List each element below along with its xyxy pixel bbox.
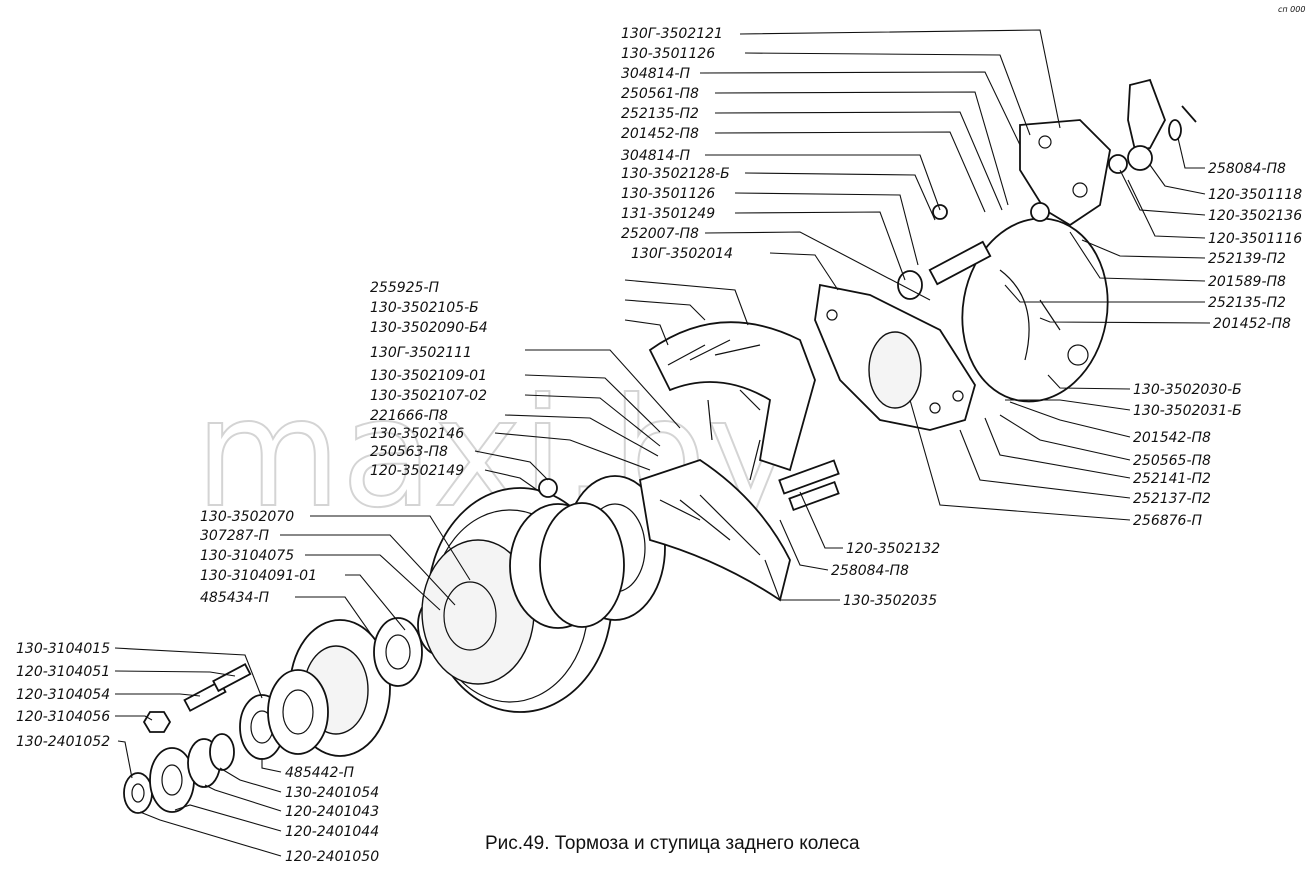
part-label: 130-3502031-Б bbox=[1133, 403, 1242, 419]
part-label: 485442-П bbox=[285, 765, 354, 781]
part-label: 130-3104075 bbox=[200, 548, 294, 564]
part-label: 120-3502136 bbox=[1208, 208, 1302, 224]
part-label: 130Г-3502111 bbox=[370, 345, 472, 361]
part-label: 258084-П8 bbox=[1208, 161, 1286, 177]
part-label: 130Г-3502014 bbox=[631, 246, 733, 262]
part-label: 201542-П8 bbox=[1133, 430, 1211, 446]
part-label: 130-2401054 bbox=[285, 785, 379, 801]
part-label: 255925-П bbox=[370, 280, 439, 296]
wheel-stud-parts bbox=[142, 663, 252, 733]
part-label: 120-2401043 bbox=[285, 804, 379, 820]
part-label: 120-2401050 bbox=[285, 849, 379, 865]
part-label: 201452-П8 bbox=[1213, 316, 1291, 332]
part-label: 130Г-3502121 bbox=[621, 26, 723, 42]
part-label: 120-3104051 bbox=[16, 664, 110, 680]
part-label: 130-3502107-02 bbox=[370, 388, 487, 404]
part-label: 252135-П2 bbox=[621, 106, 699, 122]
part-label: 250565-П8 bbox=[1133, 453, 1211, 469]
part-label: 201452-П8 bbox=[621, 126, 699, 142]
anchor-pins bbox=[778, 459, 840, 512]
part-label: 256876-П bbox=[1133, 513, 1202, 529]
part-label: 252135-П2 bbox=[1208, 295, 1286, 311]
parts-drawing bbox=[123, 78, 1197, 814]
part-label: 221666-П8 bbox=[370, 408, 448, 424]
part-label: 130-3502109-01 bbox=[370, 368, 487, 384]
part-label: 258084-П8 bbox=[831, 563, 909, 579]
part-label: 130-3502128-Б bbox=[621, 166, 730, 182]
slack-adjuster bbox=[1108, 78, 1197, 174]
part-label: 120-3104056 bbox=[16, 709, 110, 725]
part-label: 130-3501126 bbox=[621, 46, 715, 62]
part-label: 485434-П bbox=[200, 590, 269, 606]
part-label: 131-3501249 bbox=[621, 206, 715, 222]
dust-shield bbox=[961, 217, 1109, 403]
part-label: 250563-П8 bbox=[370, 444, 448, 460]
part-label: 120-3502149 bbox=[370, 463, 464, 479]
part-label: 130-3501126 bbox=[621, 186, 715, 202]
figure-caption: Рис.49. Тормоза и ступица заднего колеса bbox=[485, 833, 860, 854]
part-label: 120-3501118 bbox=[1208, 187, 1302, 203]
part-label: 130-3502070 bbox=[200, 509, 294, 525]
hub-nut-stack bbox=[123, 694, 285, 814]
part-label: 120-3501116 bbox=[1208, 231, 1302, 247]
camshaft bbox=[897, 204, 992, 300]
part-label: 120-3104054 bbox=[16, 687, 110, 703]
part-label: 120-2401044 bbox=[285, 824, 379, 840]
part-label: 120-3502132 bbox=[846, 541, 940, 557]
part-label: 252007-П8 bbox=[621, 226, 699, 242]
part-label: 304814-П bbox=[621, 66, 690, 82]
part-label: 307287-П bbox=[200, 528, 269, 544]
part-label: 201589-П8 bbox=[1208, 274, 1286, 290]
part-label: 252137-П2 bbox=[1133, 491, 1211, 507]
leader-lines bbox=[114, 29, 1211, 857]
part-label: 130-3502105-Б bbox=[370, 300, 479, 316]
part-label: 252139-П2 bbox=[1208, 251, 1286, 267]
part-label: 130-3104091-01 bbox=[200, 568, 317, 584]
corner-mark: сп 000 bbox=[1278, 5, 1305, 14]
part-label: 130-2401052 bbox=[16, 734, 110, 750]
part-label: 250561-П8 bbox=[621, 86, 699, 102]
part-label: 130-3502030-Б bbox=[1133, 382, 1242, 398]
part-label: 130-3502035 bbox=[843, 593, 937, 609]
brake-support bbox=[814, 283, 976, 431]
part-label: 252141-П2 bbox=[1133, 471, 1211, 487]
part-label: 130-3502146 bbox=[370, 426, 464, 442]
seal-ring-plate bbox=[538, 475, 666, 628]
part-label: 304814-П bbox=[621, 148, 690, 164]
part-label: 130-3502090-Б4 bbox=[370, 320, 488, 336]
part-label: 130-3104015 bbox=[16, 641, 110, 657]
camshaft-bracket bbox=[1019, 119, 1111, 227]
part-labels: 130Г-3502121 130-3501126 304814-П 250561… bbox=[16, 26, 1302, 865]
